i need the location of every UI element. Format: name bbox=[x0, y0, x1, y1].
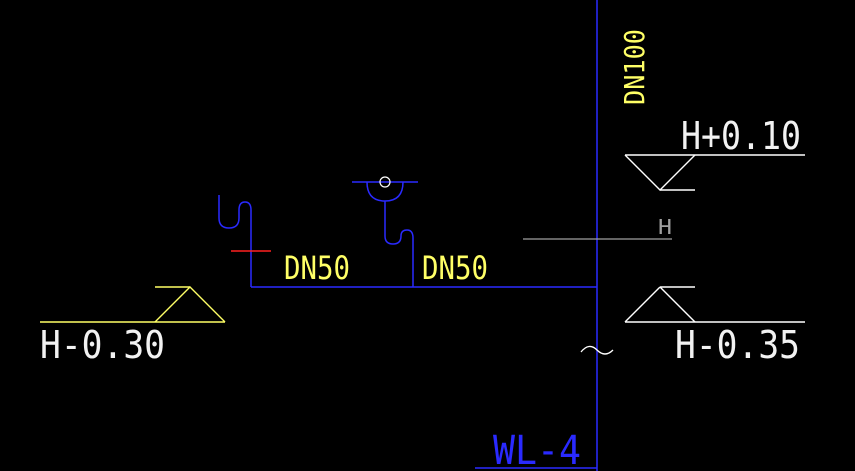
elevation-label-top-right: H+0.10 bbox=[681, 114, 801, 158]
break-symbol-icon bbox=[580, 345, 614, 355]
elevation-marker-top-right bbox=[624, 154, 805, 191]
pipe-tag-label: WL-4 bbox=[493, 428, 581, 471]
elevation-label-right: H-0.35 bbox=[675, 323, 800, 367]
riser-size-label: DN100 bbox=[618, 29, 651, 105]
branch-size-label-right: DN50 bbox=[422, 249, 488, 287]
branch-size-label-left: DN50 bbox=[284, 249, 350, 287]
left-trap-icon bbox=[218, 195, 252, 287]
floor-level-label: H bbox=[658, 215, 672, 239]
floor-drain-bowl-icon bbox=[366, 181, 404, 202]
floor-drain-trap-icon bbox=[384, 201, 414, 287]
elevation-label-left: H-0.30 bbox=[40, 323, 165, 367]
elevation-marker-left bbox=[40, 286, 226, 323]
floor-drain-grate-icon bbox=[379, 176, 391, 188]
elevation-marker-right bbox=[624, 286, 805, 323]
